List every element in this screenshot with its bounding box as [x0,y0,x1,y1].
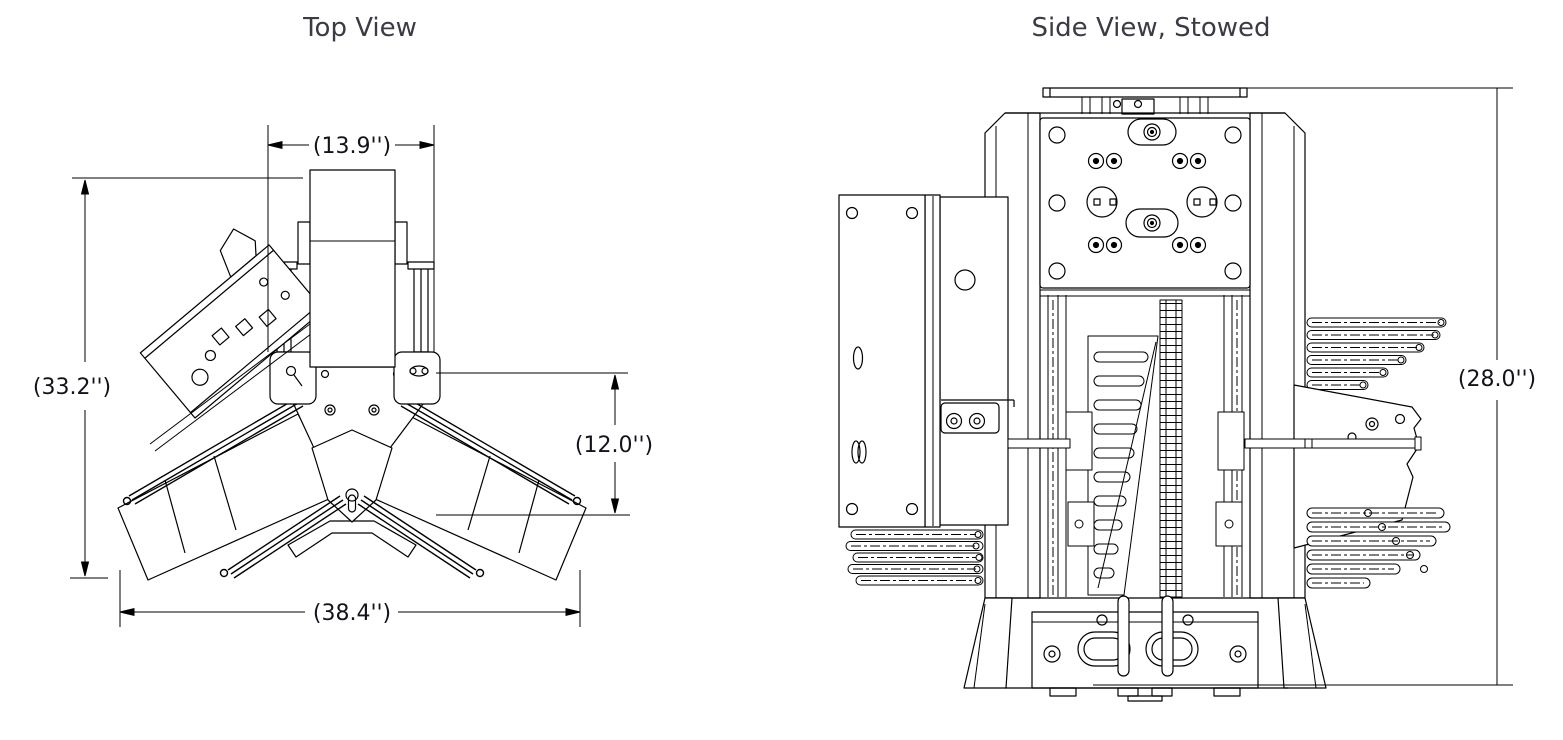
arrowhead-left-icon [119,607,135,617]
right-clamp-tower [407,261,435,353]
base-assembly [963,595,1327,702]
center-wedge [311,429,393,523]
top-mount-plate [1042,87,1248,115]
arrowhead-up-icon [610,374,620,390]
right-lower-leg-stack [1306,507,1451,589]
dimension-stowed-height: (28.0'') [1093,87,1536,686]
dimension-column-width: (13.9'') [267,125,435,352]
center-column [297,169,408,368]
left-leg [117,413,341,581]
bolt-pairs [1087,152,1207,254]
dimension-label: (13.9'') [313,134,391,159]
pivot-plate [1293,384,1422,549]
box-bracket [940,399,1015,434]
left-corner-clamp [269,351,317,405]
box-mount-rails [149,317,324,452]
control-box [139,228,325,419]
left-leg-stack [845,529,984,586]
side-view-title: Side View, Stowed [1031,13,1271,43]
leg-lock-rods [1007,436,1422,451]
dimension-overall-height: (33.2'') [33,177,303,579]
arrowhead-right-icon [419,140,435,150]
left-foot [963,597,1013,689]
arrowhead-down-icon [80,561,90,577]
top-view-title: Top View [303,13,417,43]
leg-rails [122,397,582,579]
bolt-plate [1039,117,1251,289]
top-view-drawing [117,169,587,581]
dimension-label: (38.4'') [313,601,391,626]
side-view-drawing [838,87,1451,702]
dimension-leg-drop: (12.0'') [436,372,653,516]
arrowhead-left-icon [267,140,283,150]
center-bolt-mid [1125,208,1179,238]
keyhole-icon [345,488,359,502]
dimension-label: (28.0'') [1458,367,1536,392]
electronics-box [838,194,1015,528]
dimension-label: (12.0'') [575,433,653,458]
body-frame [984,112,1306,599]
arrowhead-up-icon [80,179,90,195]
drive-chain [1159,299,1183,598]
center-bolt-top [1127,118,1177,146]
slotted-plate [1087,335,1159,596]
central-mechanism [1040,289,1250,598]
right-foot [1277,597,1327,689]
flange-right [1186,186,1218,218]
flange-left [1086,186,1118,218]
dimension-overall-width: (38.4'') [119,570,581,627]
dimension-label: (33.2'') [33,375,111,400]
arrowhead-right-icon [565,607,581,617]
arrowhead-down-icon [610,498,620,514]
bottom-leg-bracket [287,520,417,558]
right-corner-clamp [393,351,441,405]
right-upper-leg-stack [1306,317,1447,390]
